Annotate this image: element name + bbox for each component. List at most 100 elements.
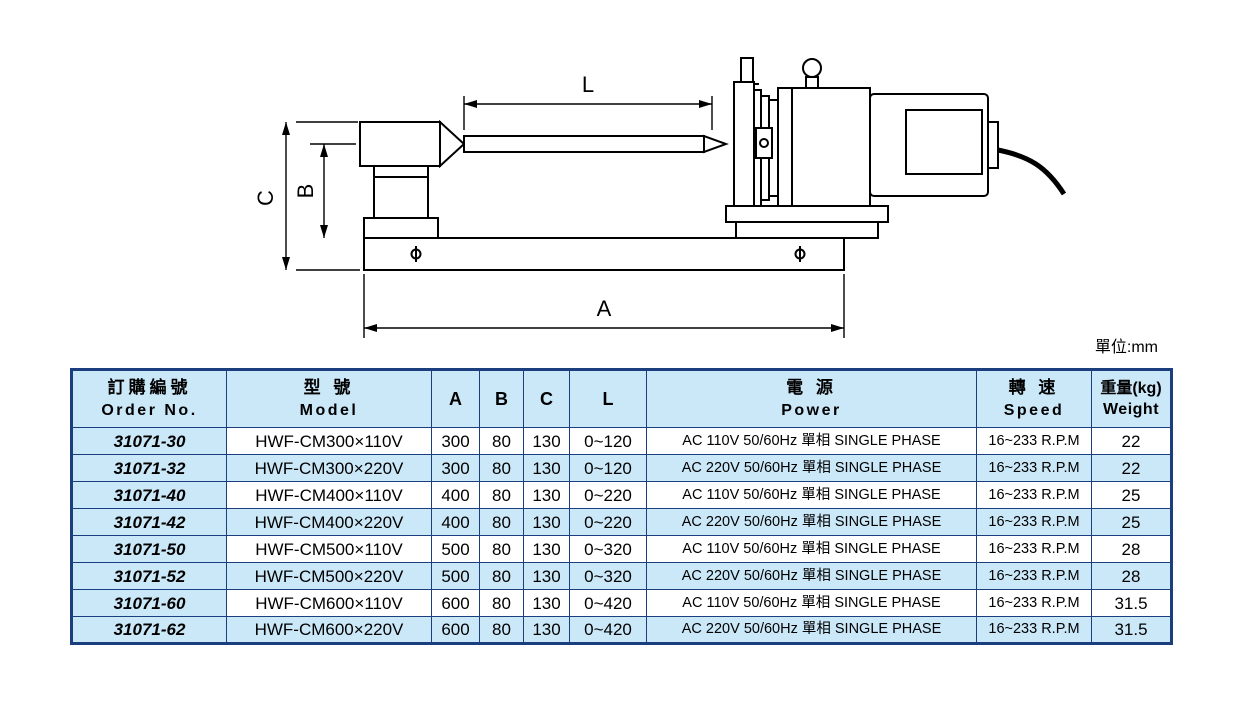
cell-power: AC 110V 50/60Hz 單相 SINGLE PHASE — [646, 589, 977, 617]
cell-order-no: 31071-50 — [71, 535, 227, 563]
cell-c: 130 — [523, 589, 570, 617]
unit-label: 單位:mm — [1095, 338, 1158, 356]
base-plate — [363, 237, 845, 271]
cell-model: HWF-CM300×220V — [226, 454, 432, 482]
header-power: 電 源 Power — [646, 369, 977, 428]
cell-order-no: 31071-40 — [71, 481, 227, 509]
cell-weight: 31.5 — [1091, 589, 1172, 617]
header-dim-c: C — [523, 369, 570, 428]
cell-speed: 16~233 R.P.M — [976, 454, 1092, 482]
cell-speed: 16~233 R.P.M — [976, 481, 1092, 509]
cell-b: 80 — [479, 508, 524, 536]
cell-b: 80 — [479, 616, 524, 644]
dim-line-B — [310, 143, 356, 238]
cell-b: 80 — [479, 454, 524, 482]
cell-power: AC 110V 50/60Hz 單相 SINGLE PHASE — [646, 427, 977, 455]
cell-model: HWF-CM600×220V — [226, 616, 432, 644]
cell-weight: 22 — [1091, 454, 1172, 482]
cell-model: HWF-CM400×220V — [226, 508, 432, 536]
cell-a: 600 — [431, 616, 480, 644]
cell-weight: 22 — [1091, 427, 1172, 455]
cell-a: 500 — [431, 562, 480, 590]
motor-nameplate — [905, 109, 983, 175]
cell-model: HWF-CM400×110V — [226, 481, 432, 509]
cell-order-no: 31071-30 — [71, 427, 227, 455]
cell-weight: 25 — [1091, 508, 1172, 536]
header-weight: 重量(kg) Weight — [1091, 369, 1172, 428]
cell-l: 0~120 — [569, 454, 647, 482]
cell-speed: 16~233 R.P.M — [976, 616, 1092, 644]
dim-arrowheads — [282, 100, 844, 332]
cell-a: 400 — [431, 481, 480, 509]
dim-line-C — [285, 121, 360, 271]
cell-power: AC 220V 50/60Hz 單相 SINGLE PHASE — [646, 508, 977, 536]
motor-mount-bracket — [725, 205, 889, 239]
cell-c: 130 — [523, 508, 570, 536]
cell-b: 80 — [479, 481, 524, 509]
cell-order-no: 31071-42 — [71, 508, 227, 536]
cell-order-no: 31071-60 — [71, 589, 227, 617]
cell-power: AC 220V 50/60Hz 單相 SINGLE PHASE — [646, 562, 977, 590]
cell-order-no: 31071-52 — [71, 562, 227, 590]
cell-b: 80 — [479, 427, 524, 455]
drive-shaft — [463, 134, 729, 154]
cell-weight: 25 — [1091, 481, 1172, 509]
cell-l: 0~220 — [569, 481, 647, 509]
cell-l: 0~420 — [569, 616, 647, 644]
header-order-no: 訂購編號 Order No. — [71, 369, 227, 428]
dim-label-C: C — [253, 190, 278, 206]
dim-line-A — [363, 274, 845, 338]
cell-power: AC 220V 50/60Hz 單相 SINGLE PHASE — [646, 454, 977, 482]
cell-order-no: 31071-62 — [71, 616, 227, 644]
cell-l: 0~320 — [569, 562, 647, 590]
knob-screw — [802, 58, 822, 78]
cell-a: 300 — [431, 427, 480, 455]
cell-c: 130 — [523, 454, 570, 482]
cell-c: 130 — [523, 427, 570, 455]
tailstock — [359, 119, 466, 239]
cell-speed: 16~233 R.P.M — [976, 589, 1092, 617]
cell-weight: 31.5 — [1091, 616, 1172, 644]
cell-model: HWF-CM500×220V — [226, 562, 432, 590]
cell-l: 0~220 — [569, 508, 647, 536]
header-dim-b: B — [479, 369, 524, 428]
cell-power: AC 110V 50/60Hz 單相 SINGLE PHASE — [646, 481, 977, 509]
header-dim-l: L — [569, 369, 647, 428]
cell-a: 300 — [431, 454, 480, 482]
cell-model: HWF-CM300×110V — [226, 427, 432, 455]
cell-model: HWF-CM600×110V — [226, 589, 432, 617]
cell-b: 80 — [479, 535, 524, 563]
cell-order-no: 31071-32 — [71, 454, 227, 482]
dim-line-L — [463, 96, 713, 130]
cell-weight: 28 — [1091, 535, 1172, 563]
header-speed: 轉 速 Speed — [976, 369, 1092, 428]
cell-power: AC 220V 50/60Hz 單相 SINGLE PHASE — [646, 616, 977, 644]
cell-speed: 16~233 R.P.M — [976, 508, 1092, 536]
cell-a: 600 — [431, 589, 480, 617]
cell-speed: 16~233 R.P.M — [976, 535, 1092, 563]
dim-label-L: L — [582, 72, 594, 97]
cell-b: 80 — [479, 562, 524, 590]
cell-l: 0~420 — [569, 589, 647, 617]
gearbox — [777, 87, 871, 207]
clamp-bolt — [740, 57, 754, 85]
cell-c: 130 — [523, 535, 570, 563]
cell-c: 130 — [523, 616, 570, 644]
cell-l: 0~320 — [569, 535, 647, 563]
cell-a: 500 — [431, 535, 480, 563]
cell-power: AC 110V 50/60Hz 單相 SINGLE PHASE — [646, 535, 977, 563]
table-header-row: 訂購編號 Order No. 型 號 Model A B C L — [71, 369, 1172, 428]
cell-l: 0~120 — [569, 427, 647, 455]
header-dim-a: A — [431, 369, 480, 428]
power-cable — [997, 147, 1067, 196]
cell-weight: 28 — [1091, 562, 1172, 590]
technical-drawing: L A C B 單位:mm — [253, 57, 1158, 356]
